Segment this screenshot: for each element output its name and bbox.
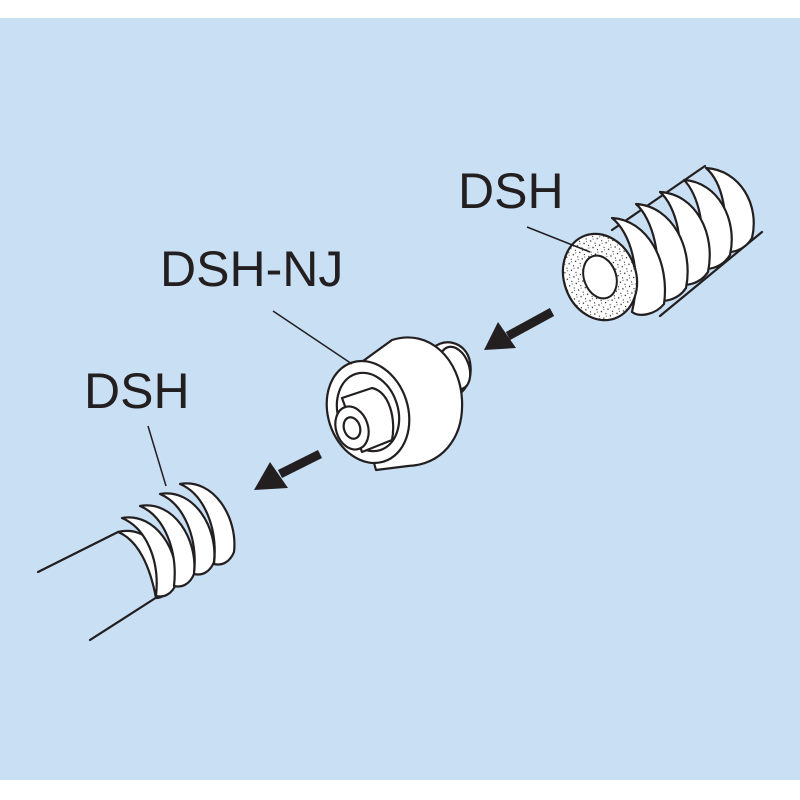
arrow-down-left-icon (254, 449, 323, 490)
leader-line-hose-left (147, 425, 167, 487)
arrow-down-left-icon (484, 308, 555, 350)
label-joint: DSH-NJ (160, 241, 343, 297)
joint-coupler (325, 336, 472, 472)
label-hose-left: DSH (84, 363, 190, 419)
label-hose-right: DSH (458, 163, 564, 219)
hose-right (561, 164, 764, 322)
leader-line-joint (272, 310, 353, 365)
leader-line-hose-right (526, 226, 591, 253)
hose-left (36, 482, 236, 642)
